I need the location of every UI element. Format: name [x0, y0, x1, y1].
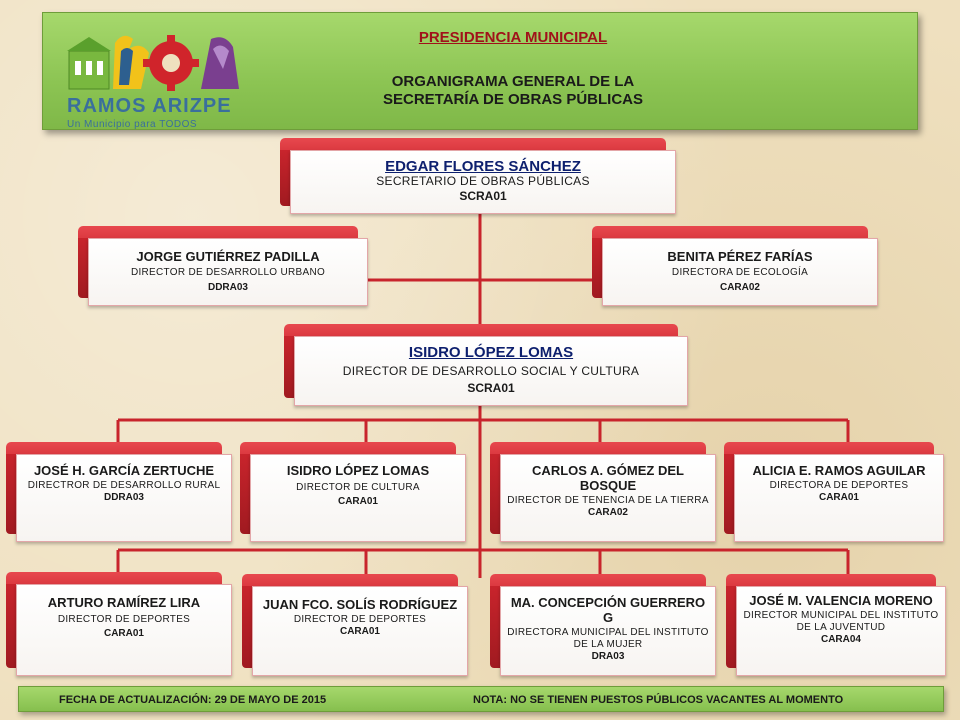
ecology-director-role: DIRECTORA DE ECOLOGÍA — [671, 267, 809, 278]
row2-3-role: DIRECTORA MUNICIPAL DEL INSTITUTO DE LA … — [507, 627, 709, 650]
header-subtitle: ORGANIGRAMA GENERAL DE LA SECRETARÍA DE … — [303, 73, 723, 109]
row1-2-name: ISIDRO LÓPEZ LOMAS — [286, 463, 430, 478]
node-secretary: EDGAR FLORES SÁNCHEZ SECRETARIO DE OBRAS… — [280, 138, 676, 214]
secretary-name: EDGAR FLORES SÁNCHEZ — [385, 158, 581, 175]
row1-3-code: CARA02 — [587, 507, 628, 518]
row1-3-name: CARLOS A. GÓMEZ DEL BOSQUE — [532, 463, 684, 493]
update-date: FECHA DE ACTUALIZACIÓN: 29 DE MAYO DE 20… — [59, 694, 327, 706]
node-director-social: ISIDRO LÓPEZ LOMAS DIRECTOR DE DESARROLL… — [284, 324, 688, 406]
ecology-director-name: BENITA PÉREZ FARÍAS — [667, 249, 813, 264]
node-row1-3: CARLOS A. GÓMEZ DEL BOSQUE DIRECTOR DE T… — [490, 442, 716, 542]
row2-4-name: JOSÉ M. VALENCIA MORENO — [749, 593, 933, 608]
urban-director-role: DIRECTOR DE DESARROLLO URBANO — [130, 267, 326, 278]
row2-2-role: DIRECTOR DE DEPORTES — [293, 614, 427, 625]
row1-1-code: DDRA03 — [103, 492, 144, 503]
row2-1-code: CARA01 — [103, 628, 144, 639]
node-row2-1: ARTURO RAMÍREZ LIRA DIRECTOR DE DEPORTES… — [6, 572, 232, 676]
urban-director-name: JORGE GUTIÉRREZ PADILLA — [136, 249, 320, 264]
row2-2-name: JUAN FCO. SOLÍS RODRÍGUEZ — [262, 597, 458, 612]
node-row2-4: JOSÉ M. VALENCIA MORENO DIRECTOR MUNICIP… — [726, 574, 946, 676]
ecology-director-code: CARA02 — [719, 282, 760, 293]
secretary-role: SECRETARIO DE OBRAS PÚBLICAS — [376, 174, 590, 188]
row2-4-role: DIRECTOR MUNICIPAL DEL INSTITUTO DE LA J… — [743, 610, 939, 633]
urban-director-code: DDRA03 — [207, 282, 248, 293]
social-director-role: DIRECTOR DE DESARROLLO SOCIAL Y CULTURA — [342, 364, 640, 378]
logo-name: RAMOS ARIZPE — [67, 95, 232, 117]
node-row2-3: MA. CONCEPCIÓN GUERRERO G DIRECTORA MUNI… — [490, 574, 716, 676]
node-row1-4: ALICIA E. RAMOS AGUILAR DIRECTORA DE DEP… — [724, 442, 944, 542]
row2-3-name: MA. CONCEPCIÓN GUERRERO G — [510, 595, 706, 625]
row2-1-name: ARTURO RAMÍREZ LIRA — [47, 595, 201, 610]
municipality-logo: RAMOS ARIZPE Un Municipio para TODOS — [63, 29, 273, 130]
row1-4-role: DIRECTORA DE DEPORTES — [769, 480, 909, 491]
subtitle-line-1: ORGANIGRAMA GENERAL DE LA — [391, 73, 635, 90]
row2-3-code: DRA03 — [591, 651, 625, 662]
logo-tagline: Un Municipio para TODOS — [67, 119, 198, 130]
node-row1-2: ISIDRO LÓPEZ LOMAS DIRECTOR DE CULTURA C… — [240, 442, 466, 542]
social-director-name: ISIDRO LÓPEZ LOMAS — [408, 344, 574, 361]
row2-2-code: CARA01 — [339, 626, 380, 637]
node-row1-1: JOSÉ H. GARCÍA ZERTUCHE DIRECTROR DE DES… — [6, 442, 232, 542]
row2-1-role: DIRECTOR DE DEPORTES — [57, 614, 191, 625]
header-title: PRESIDENCIA MUNICIPAL — [418, 29, 608, 46]
subtitle-line-2: SECRETARÍA DE OBRAS PÚBLICAS — [382, 91, 644, 108]
node-row2-2: JUAN FCO. SOLÍS RODRÍGUEZ DIRECTOR DE DE… — [242, 574, 468, 676]
row2-4-code: CARA04 — [820, 634, 861, 645]
logo-emblem-icon — [67, 35, 239, 91]
vacancy-note: NOTA: NO SE TIENEN PUESTOS PÚBLICOS VACA… — [473, 694, 844, 706]
secretary-code: SCRA01 — [459, 189, 507, 203]
footer-banner: FECHA DE ACTUALIZACIÓN: 29 DE MAYO DE 20… — [18, 686, 944, 712]
row1-4-name: ALICIA E. RAMOS AGUILAR — [752, 463, 926, 478]
node-director-urban: JORGE GUTIÉRREZ PADILLA DIRECTOR DE DESA… — [78, 226, 368, 306]
row1-3-role: DIRECTOR DE TENENCIA DE LA TIERRA — [507, 495, 709, 506]
node-director-ecology: BENITA PÉREZ FARÍAS DIRECTORA DE ECOLOGÍ… — [592, 226, 878, 306]
row1-2-code: CARA01 — [337, 496, 378, 507]
row1-1-role: DIRECTROR DE DESARROLLO RURAL — [27, 480, 221, 491]
header-banner: RAMOS ARIZPE Un Municipio para TODOS PRE… — [42, 12, 918, 130]
row1-2-role: DIRECTOR DE CULTURA — [296, 482, 420, 493]
row1-1-name: JOSÉ H. GARCÍA ZERTUCHE — [33, 463, 215, 478]
social-director-code: SCRA01 — [467, 381, 515, 395]
row1-4-code: CARA01 — [818, 492, 859, 503]
